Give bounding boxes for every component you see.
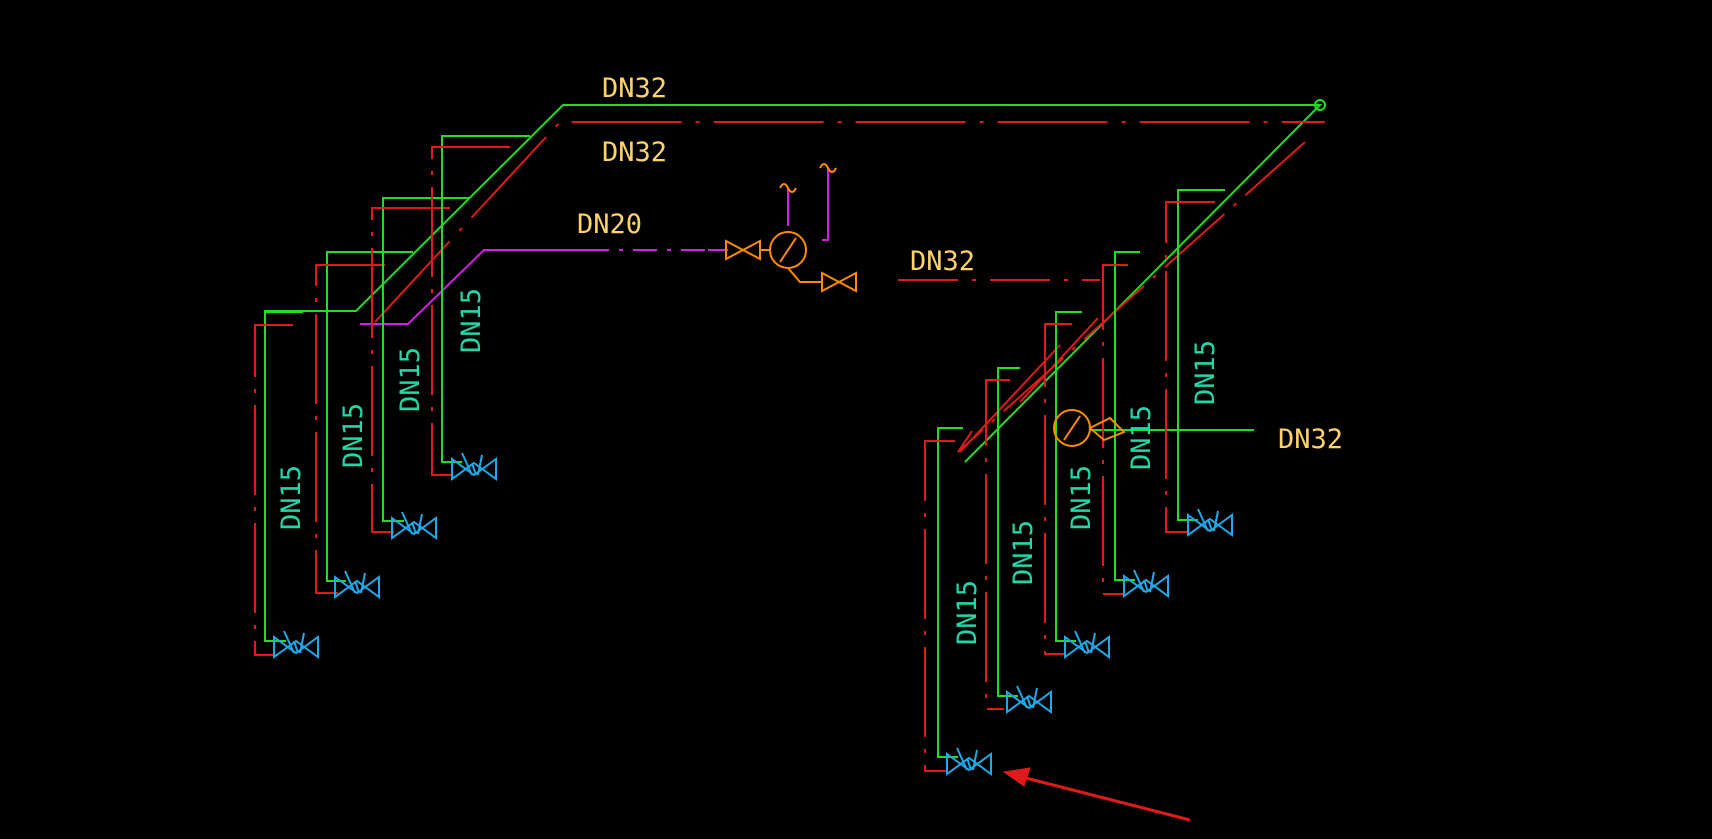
- riser-return: [254, 324, 293, 656]
- gate-valve-icon: [1006, 685, 1052, 714]
- main-return-pipe: [374, 121, 1325, 453]
- riser-return: [371, 207, 450, 533]
- pipe-size-labels: DN32 DN32 DN20 DN32 DN32 DN15 DN15 DN15 …: [276, 73, 1343, 645]
- label-riser: DN15: [1126, 405, 1157, 470]
- gate-valve-icon: [946, 747, 992, 776]
- orange-valve-icon: [1088, 416, 1126, 442]
- gate-valve-icon: [273, 630, 319, 659]
- label-inlet-right: DN32: [1278, 424, 1343, 455]
- annotation-arrow: [1002, 767, 1191, 822]
- label-main-second: DN32: [602, 137, 667, 168]
- meter-assembly-right: [1053, 409, 1126, 447]
- valves-layer: [273, 452, 1233, 776]
- riser-supply: [382, 197, 469, 522]
- gate-valve-icon: [1123, 569, 1169, 598]
- riser-supply: [326, 251, 413, 582]
- riser-return: [985, 379, 1010, 710]
- orange-valve-icon: [821, 271, 857, 293]
- main-supply-pipe: [264, 104, 1323, 463]
- label-main-mid: DN32: [910, 246, 975, 277]
- riser-return: [315, 264, 385, 594]
- gate-valve-icon: [391, 511, 437, 540]
- label-branch-magenta: DN20: [577, 209, 642, 240]
- riser-return: [431, 146, 510, 476]
- pipe-end-cap: [1314, 99, 1326, 111]
- label-riser: DN15: [952, 580, 983, 645]
- meter-assembly-top: [725, 163, 857, 293]
- gate-valve-icon: [1187, 508, 1233, 537]
- label-main-top: DN32: [602, 73, 667, 104]
- gate-valve-icon: [1064, 630, 1110, 659]
- gate-valve-icon: [334, 570, 380, 599]
- orange-valve-icon: [725, 239, 761, 261]
- riser-return: [924, 440, 955, 772]
- label-riser: DN15: [1066, 465, 1097, 530]
- left-riser-group: [254, 135, 530, 656]
- riser-supply: [264, 311, 303, 642]
- label-riser: DN15: [456, 288, 487, 353]
- riser-return: [1044, 323, 1072, 655]
- label-riser: DN15: [395, 347, 426, 412]
- main-return-connection: [959, 317, 1099, 453]
- label-riser: DN15: [276, 465, 307, 530]
- label-riser: DN15: [1008, 520, 1039, 585]
- gate-valve-icon: [451, 452, 497, 481]
- label-riser: DN15: [1190, 340, 1221, 405]
- riser-return: [1102, 264, 1128, 595]
- riser-return: [1165, 201, 1215, 533]
- label-riser: DN15: [338, 403, 369, 468]
